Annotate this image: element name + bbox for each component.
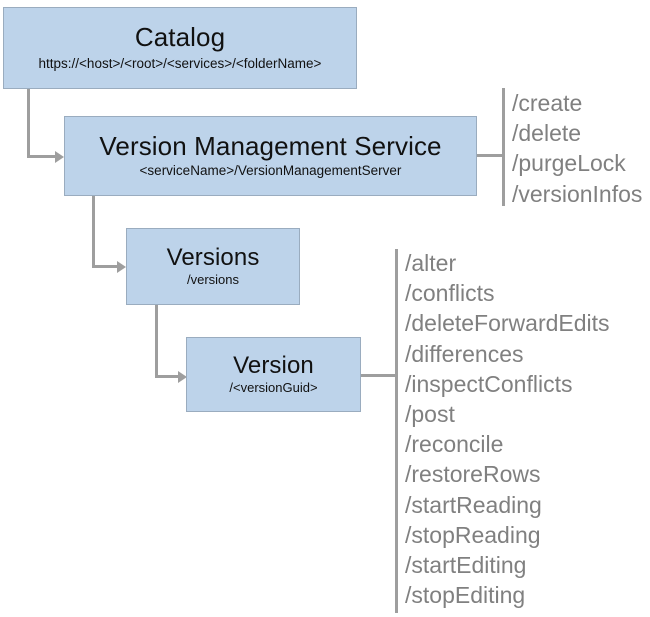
node-version[interactable]: Version /<versionGuid> [186, 337, 361, 412]
operation-item[interactable]: /differences [405, 340, 524, 367]
node-catalog-subtitle: https://<host>/<root>/<services>/<folder… [38, 56, 322, 72]
operation-item[interactable]: /delete [512, 120, 582, 147]
connector-vms-to-versions-horizontal [92, 265, 117, 268]
connector-catalog-to-vms-arrowhead [55, 150, 64, 163]
connector-vms-to-operations-stem [477, 154, 504, 157]
node-version-management-service-subtitle: <serviceName>/VersionManagementServer [139, 162, 402, 178]
operation-item[interactable]: /versionInfos [512, 180, 643, 207]
node-versions-title: Versions [166, 244, 260, 272]
operation-item[interactable]: /conflicts [405, 280, 495, 307]
operation-item[interactable]: /purgeLock [512, 150, 626, 177]
operations-bar-version [395, 249, 398, 613]
node-version-management-service[interactable]: Version Management Service <serviceName>… [64, 116, 477, 196]
operation-item[interactable]: /deleteForwardEdits [405, 310, 610, 337]
connector-versions-to-version-arrowhead [178, 370, 187, 383]
operation-item[interactable]: /stopReading [405, 521, 541, 548]
operation-item[interactable]: /inspectConflicts [405, 370, 573, 397]
connector-versions-to-version-horizontal [155, 375, 178, 378]
operation-item[interactable]: /post [405, 401, 455, 428]
operation-item[interactable]: /create [512, 90, 583, 116]
connector-version-to-operations-stem [361, 374, 397, 377]
operation-item[interactable]: /stopEditing [405, 582, 526, 609]
node-catalog-title: Catalog [134, 21, 226, 52]
node-version-subtitle: /<versionGuid> [229, 380, 318, 396]
connector-versions-to-version-vertical [155, 305, 158, 378]
operations-bar-vms [502, 88, 505, 206]
node-version-title: Version [233, 352, 314, 380]
connector-catalog-to-vms-horizontal [27, 155, 55, 158]
connector-catalog-to-vms-vertical [27, 88, 30, 158]
connector-vms-to-versions-vertical [92, 196, 95, 268]
operation-item[interactable]: /startReading [405, 491, 542, 518]
operations-list-version: /alter/conflicts/deleteForwardEdits/diff… [405, 248, 610, 610]
node-versions[interactable]: Versions /versions [126, 228, 300, 305]
operation-item[interactable]: /alter [405, 250, 457, 276]
connector-vms-to-versions-arrowhead [117, 260, 126, 273]
operation-item[interactable]: /restoreRows [405, 461, 541, 488]
node-versions-subtitle: /versions [186, 272, 240, 288]
node-version-management-service-title: Version Management Service [99, 131, 442, 162]
operation-item[interactable]: /reconcile [405, 431, 504, 458]
operation-item[interactable]: /startEditing [405, 552, 527, 579]
node-catalog[interactable]: Catalog https://<host>/<root>/<services>… [3, 7, 357, 89]
operations-list-vms: /create/delete/purgeLock/versionInfos [512, 88, 642, 209]
